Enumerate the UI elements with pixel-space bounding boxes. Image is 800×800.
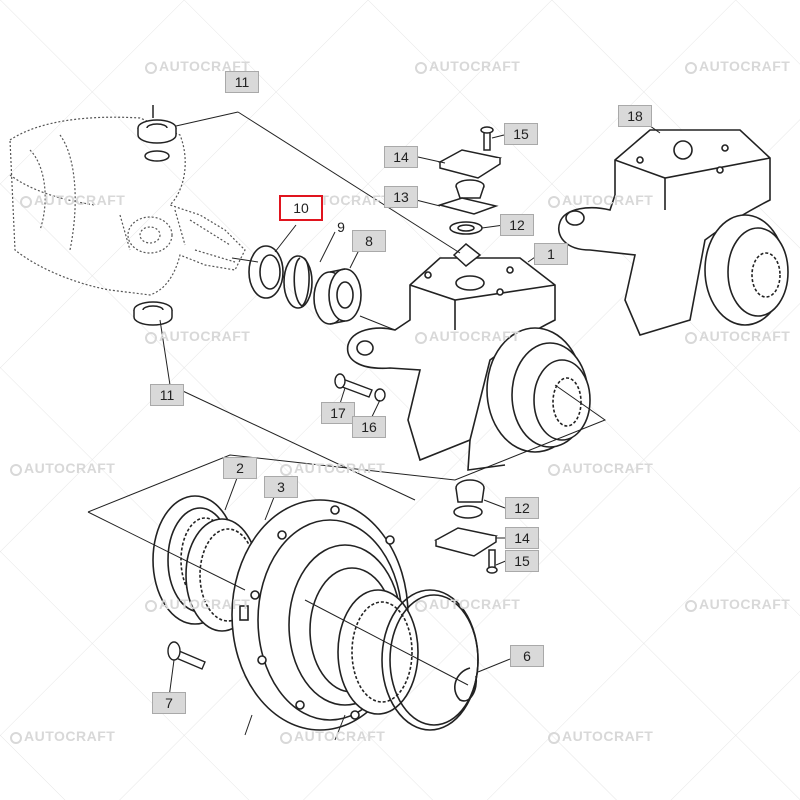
callout-6[interactable]: 6 [510, 645, 544, 667]
callout-1[interactable]: 1 [534, 243, 568, 265]
watermark: AUTOCRAFT [280, 460, 385, 476]
callout-18[interactable]: 18 [618, 105, 652, 127]
callout-15-lower[interactable]: 15 [505, 550, 539, 572]
callout-17[interactable]: 17 [321, 402, 355, 424]
callout-13[interactable]: 13 [384, 186, 418, 208]
callout-8[interactable]: 8 [352, 230, 386, 252]
watermark: AUTOCRAFT [548, 192, 653, 208]
callout-12-lower[interactable]: 12 [505, 497, 539, 519]
axle-housing-ghost [9, 116, 246, 296]
watermark: AUTOCRAFT [20, 192, 125, 208]
callout-2[interactable]: 2 [223, 457, 257, 479]
shaft-seal-group [231, 245, 396, 331]
callout-11-lower[interactable]: 11 [150, 384, 184, 406]
steering-knuckle [346, 257, 591, 471]
callout-3[interactable]: 3 [264, 476, 298, 498]
watermark: AUTOCRAFT [415, 58, 520, 74]
watermark: AUTOCRAFT [145, 596, 250, 612]
watermark: AUTOCRAFT [415, 596, 520, 612]
watermark: AUTOCRAFT [10, 728, 115, 744]
watermark: AUTOCRAFT [685, 58, 790, 74]
callout-10-selected[interactable]: 10 [279, 195, 323, 221]
hub-bearings [152, 495, 259, 632]
watermark: AUTOCRAFT [145, 328, 250, 344]
kingpin-seals [133, 105, 177, 326]
callout-9[interactable]: 9 [337, 219, 345, 235]
knuckle-bolts [334, 373, 386, 402]
bottom-cap-assembly [433, 479, 498, 574]
callout-15-upper[interactable]: 15 [504, 123, 538, 145]
callout-14-lower[interactable]: 14 [505, 527, 539, 549]
watermark: AUTOCRAFT [10, 460, 115, 476]
watermark: AUTOCRAFT [685, 596, 790, 612]
callout-7[interactable]: 7 [152, 692, 186, 714]
outer-bearing-set [337, 589, 479, 731]
callout-14-upper[interactable]: 14 [384, 146, 418, 168]
callout-12-upper[interactable]: 12 [500, 214, 534, 236]
watermark: AUTOCRAFT [548, 728, 653, 744]
watermark: AUTOCRAFT [548, 460, 653, 476]
steering-knuckle-alt [558, 129, 789, 336]
watermark: AUTOCRAFT [145, 58, 250, 74]
callout-11-upper[interactable]: 11 [225, 71, 259, 93]
watermark: AUTOCRAFT [685, 328, 790, 344]
watermark: AUTOCRAFT [415, 328, 520, 344]
top-cap-assembly [437, 126, 502, 267]
watermark: AUTOCRAFT [280, 728, 385, 744]
hub-bolt [167, 641, 206, 670]
callout-16[interactable]: 16 [352, 416, 386, 438]
